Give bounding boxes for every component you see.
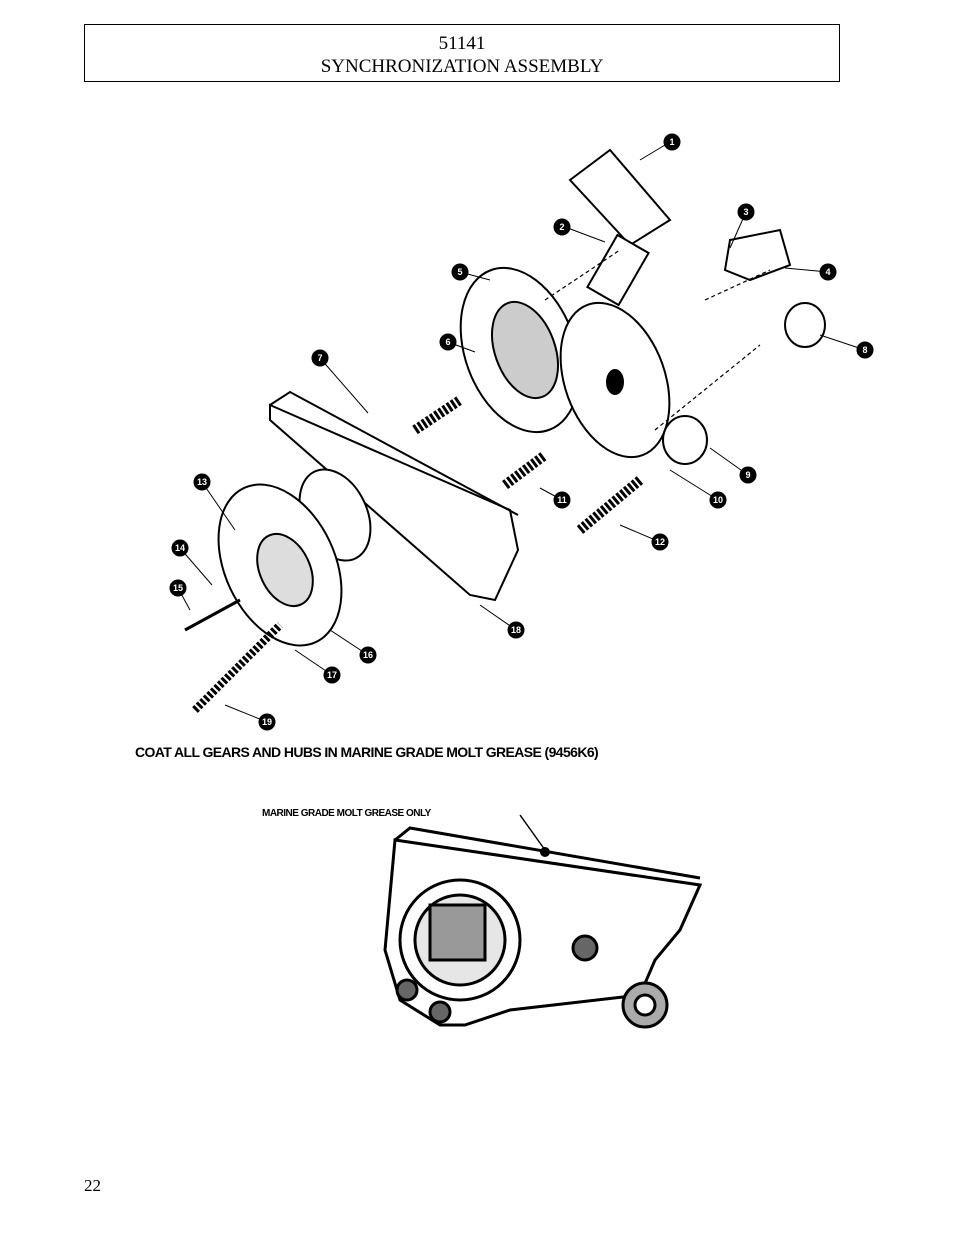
bolt-4 xyxy=(192,622,283,713)
callout-marker xyxy=(663,133,681,151)
grease-label: MARINE GRADE MOLT GREASE ONLY xyxy=(262,808,431,819)
callout-marker xyxy=(819,263,837,281)
callout-marker xyxy=(193,473,211,491)
callout-number: 7 xyxy=(317,353,322,363)
upper-shaft xyxy=(568,148,672,247)
hub-cylinder xyxy=(586,233,650,307)
lower-hub xyxy=(662,415,708,465)
callout-number: 14 xyxy=(175,543,185,553)
callout-number: 11 xyxy=(557,495,567,505)
callout-markers xyxy=(169,133,874,731)
callout-marker xyxy=(709,491,727,509)
callout-number: 13 xyxy=(197,477,207,487)
title-box: 51141 SYNCHRONIZATION ASSEMBLY xyxy=(84,24,840,82)
callout-marker xyxy=(171,539,189,557)
callout-number: 16 xyxy=(363,650,373,660)
callout-marker xyxy=(323,666,341,684)
assembled-view-diagram xyxy=(383,814,703,1029)
callout-number: 1 xyxy=(669,137,674,147)
callout-number: 4 xyxy=(825,267,830,277)
callout-number: 10 xyxy=(713,495,723,505)
bearing-block xyxy=(723,228,792,282)
callout-marker xyxy=(258,713,276,731)
callout-number: 5 xyxy=(457,267,462,277)
bolt-3 xyxy=(576,476,644,534)
callout-marker xyxy=(553,218,571,236)
callout-marker xyxy=(507,621,525,639)
callout-number: 17 xyxy=(327,670,337,680)
callout-number: 8 xyxy=(862,345,867,355)
callout-marker xyxy=(739,466,757,484)
page-number: 22 xyxy=(84,1176,101,1195)
callout-marker xyxy=(311,349,329,367)
callout-marker xyxy=(856,341,874,359)
callout-number: 19 xyxy=(262,717,272,727)
bolt-5 xyxy=(184,598,241,632)
callout-marker xyxy=(651,533,669,551)
bushing-right xyxy=(784,302,826,348)
callout-number: 6 xyxy=(445,337,450,347)
callout-number: 18 xyxy=(511,625,521,635)
callout-marker xyxy=(439,333,457,351)
page-title: SYNCHRONIZATION ASSEMBLY xyxy=(320,56,604,77)
callout-marker xyxy=(169,579,187,597)
bolt-2 xyxy=(502,451,548,489)
callout-number: 12 xyxy=(655,537,665,547)
callout-marker xyxy=(451,263,469,281)
callout-marker xyxy=(737,203,755,221)
part-number: 51141 xyxy=(438,33,486,54)
callout-number: 2 xyxy=(559,222,564,232)
callout-number: 15 xyxy=(173,583,183,593)
grease-instruction: COAT ALL GEARS AND HUBS IN MARINE GRADE … xyxy=(135,744,599,760)
callout-marker xyxy=(553,491,571,509)
callout-number: 9 xyxy=(745,470,750,480)
callout-marker xyxy=(359,646,377,664)
bolt-1 xyxy=(412,395,463,435)
callout-number: 3 xyxy=(743,207,748,217)
